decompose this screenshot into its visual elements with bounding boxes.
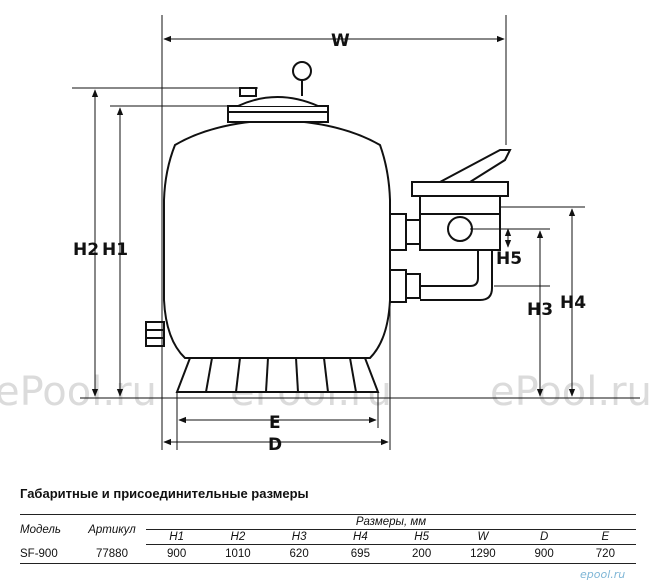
column-header-h5: H5 xyxy=(391,529,453,545)
column-header-w: W xyxy=(452,529,514,545)
cell-w: 1290 xyxy=(452,544,514,564)
cell-h5: 200 xyxy=(391,544,453,564)
cell-h1: 900 xyxy=(146,544,208,564)
column-header-d: D xyxy=(513,529,575,545)
site-logo: epool.ru xyxy=(580,568,626,581)
table-subheader-row: H1 H2 H3 H4 H5 W D E xyxy=(20,529,636,545)
column-header-e: E xyxy=(574,529,636,545)
cell-e: 720 xyxy=(574,544,636,564)
dimension-label-e: E xyxy=(269,413,281,433)
filter-base xyxy=(175,357,380,393)
column-header-h3: H3 xyxy=(268,529,330,545)
table-title: Габаритные и присоединительные размеры xyxy=(20,486,309,501)
filter-dimension-diagram: ePool.ru ePool.ru ePool.ru xyxy=(0,15,652,455)
column-header-sizes: Размеры, мм xyxy=(146,514,636,530)
cell-article: 77880 xyxy=(78,544,146,564)
dimension-label-h2: H2 xyxy=(73,240,99,260)
column-header-h1: H1 xyxy=(146,529,208,545)
filter-tank xyxy=(145,61,391,359)
cell-h3: 620 xyxy=(268,544,330,564)
watermark-text-1: ePool.ru xyxy=(0,369,157,415)
dimension-h3-h4-h5 xyxy=(470,206,585,397)
table-row: SF-900 77880 900 1010 620 695 200 1290 9… xyxy=(20,544,636,564)
dimension-label-d: D xyxy=(268,435,282,455)
column-header-article: Артикул xyxy=(78,514,146,545)
cell-h2: 1010 xyxy=(207,544,269,564)
column-header-h2: H2 xyxy=(207,529,269,545)
dimension-label-h4: H4 xyxy=(560,293,586,313)
cell-model: SF-900 xyxy=(20,544,78,564)
cell-d: 900 xyxy=(513,544,575,564)
dimension-label-h3: H3 xyxy=(527,300,553,320)
table-header-row: Модель Артикул Размеры, мм xyxy=(20,514,636,545)
dimension-h1-h2 xyxy=(72,87,258,397)
dimensions-table: Модель Артикул Размеры, мм H1 H2 H3 H4 H… xyxy=(20,514,636,564)
column-header-model: Модель xyxy=(20,514,78,545)
dimension-e-d xyxy=(163,300,391,450)
multiport-valve xyxy=(389,149,512,303)
column-header-h4: H4 xyxy=(329,529,391,545)
dimension-label-w: W xyxy=(331,31,350,51)
dimension-label-h5: H5 xyxy=(496,249,522,269)
cell-h4: 695 xyxy=(329,544,391,564)
dimension-label-h1: H1 xyxy=(102,240,128,260)
watermark-text-3: ePool.ru xyxy=(490,369,652,415)
